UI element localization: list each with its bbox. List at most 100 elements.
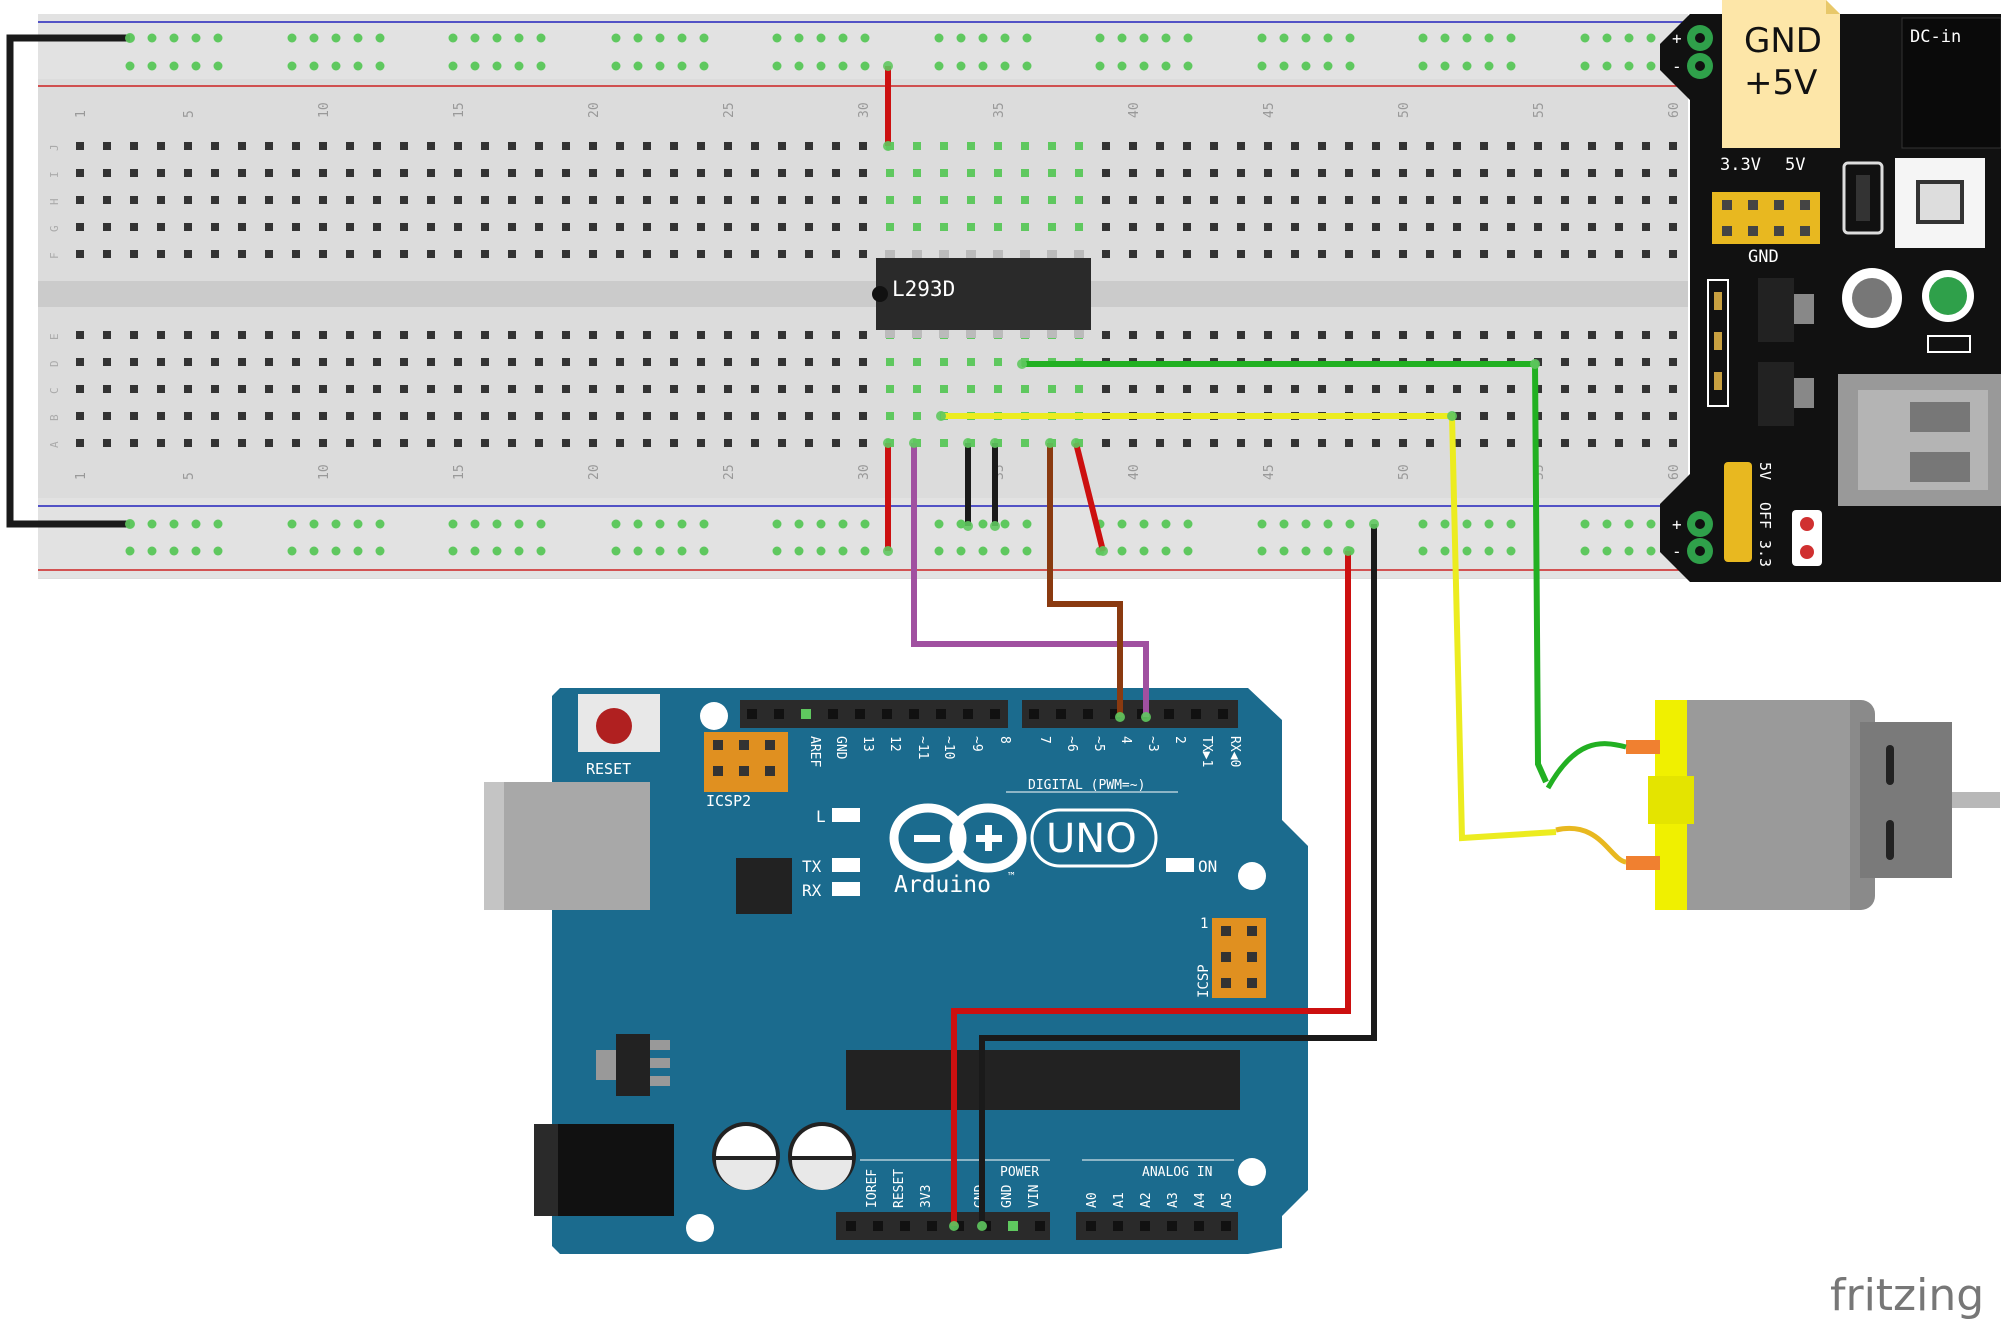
breadboard-hole[interactable] bbox=[292, 142, 300, 150]
breadboard-hole[interactable] bbox=[1318, 142, 1326, 150]
breadboard-hole[interactable] bbox=[697, 223, 705, 231]
breadboard-hole[interactable] bbox=[1156, 331, 1164, 339]
breadboard-hole[interactable] bbox=[1237, 331, 1245, 339]
rail-hole[interactable] bbox=[1440, 33, 1450, 43]
breadboard-hole[interactable] bbox=[886, 412, 894, 420]
breadboard-hole[interactable] bbox=[1561, 412, 1569, 420]
breadboard-hole[interactable] bbox=[1102, 331, 1110, 339]
breadboard-hole[interactable] bbox=[1291, 439, 1299, 447]
breadboard-hole[interactable] bbox=[508, 412, 516, 420]
breadboard-hole[interactable] bbox=[1588, 169, 1596, 177]
breadboard-hole[interactable] bbox=[400, 223, 408, 231]
breadboard-hole[interactable] bbox=[751, 142, 759, 150]
breadboard-hole[interactable] bbox=[1507, 169, 1515, 177]
breadboard-hole[interactable] bbox=[400, 358, 408, 366]
breadboard-hole[interactable] bbox=[1372, 331, 1380, 339]
rail-hole[interactable] bbox=[677, 546, 687, 556]
breadboard-hole[interactable] bbox=[481, 439, 489, 447]
breadboard-hole[interactable] bbox=[130, 223, 138, 231]
breadboard-hole[interactable] bbox=[940, 358, 948, 366]
breadboard-hole[interactable] bbox=[1534, 196, 1542, 204]
breadboard-hole[interactable] bbox=[265, 142, 273, 150]
rail-hole[interactable] bbox=[1602, 546, 1612, 556]
breadboard-hole[interactable] bbox=[697, 196, 705, 204]
breadboard-hole[interactable] bbox=[130, 142, 138, 150]
breadboard-hole[interactable] bbox=[1129, 142, 1137, 150]
breadboard-hole[interactable] bbox=[1399, 142, 1407, 150]
breadboard-hole[interactable] bbox=[265, 196, 273, 204]
breadboard-hole[interactable] bbox=[373, 142, 381, 150]
breadboard-hole[interactable] bbox=[1588, 358, 1596, 366]
rail-hole[interactable] bbox=[860, 546, 870, 556]
breadboard-hole[interactable] bbox=[1669, 196, 1677, 204]
breadboard-hole[interactable] bbox=[373, 169, 381, 177]
rail-hole[interactable] bbox=[492, 61, 502, 71]
breadboard-hole[interactable] bbox=[616, 331, 624, 339]
breadboard-hole[interactable] bbox=[967, 223, 975, 231]
breadboard-hole[interactable] bbox=[616, 169, 624, 177]
breadboard-hole[interactable] bbox=[103, 169, 111, 177]
breadboard-hole[interactable] bbox=[508, 331, 516, 339]
rail-hole[interactable] bbox=[838, 519, 848, 529]
rail-hole[interactable] bbox=[838, 61, 848, 71]
breadboard-hole[interactable] bbox=[1561, 331, 1569, 339]
breadboard-hole[interactable] bbox=[1237, 142, 1245, 150]
breadboard-hole[interactable] bbox=[292, 196, 300, 204]
breadboard-hole[interactable] bbox=[670, 358, 678, 366]
breadboard-hole[interactable] bbox=[670, 223, 678, 231]
breadboard-hole[interactable] bbox=[76, 331, 84, 339]
rail-hole[interactable] bbox=[125, 61, 135, 71]
rail-hole[interactable] bbox=[1323, 546, 1333, 556]
breadboard-hole[interactable] bbox=[265, 223, 273, 231]
breadboard-hole[interactable] bbox=[1507, 412, 1515, 420]
breadboard-hole[interactable] bbox=[373, 196, 381, 204]
breadboard-hole[interactable] bbox=[292, 169, 300, 177]
breadboard-hole[interactable] bbox=[157, 385, 165, 393]
header-pin[interactable] bbox=[801, 709, 811, 719]
breadboard-hole[interactable] bbox=[1642, 142, 1650, 150]
rail-hole[interactable] bbox=[1161, 546, 1171, 556]
breadboard-hole[interactable] bbox=[292, 358, 300, 366]
breadboard-hole[interactable] bbox=[1669, 142, 1677, 150]
header-pin[interactable] bbox=[1140, 1221, 1150, 1231]
breadboard-hole[interactable] bbox=[130, 250, 138, 258]
rail-hole[interactable] bbox=[213, 61, 223, 71]
rail-hole[interactable] bbox=[1323, 33, 1333, 43]
breadboard-hole[interactable] bbox=[157, 358, 165, 366]
rail-hole[interactable] bbox=[1183, 61, 1193, 71]
rail-hole[interactable] bbox=[1624, 519, 1634, 529]
breadboard-hole[interactable] bbox=[1048, 223, 1056, 231]
breadboard-hole[interactable] bbox=[643, 196, 651, 204]
breadboard-hole[interactable] bbox=[238, 385, 246, 393]
rail-hole[interactable] bbox=[934, 33, 944, 43]
rail-hole[interactable] bbox=[699, 61, 709, 71]
breadboard-hole[interactable] bbox=[1183, 169, 1191, 177]
breadboard-hole[interactable] bbox=[238, 358, 246, 366]
breadboard-hole[interactable] bbox=[1426, 439, 1434, 447]
rail-hole[interactable] bbox=[1022, 546, 1032, 556]
rail-hole[interactable] bbox=[536, 33, 546, 43]
rail-hole[interactable] bbox=[1462, 546, 1472, 556]
breadboard-hole[interactable] bbox=[886, 385, 894, 393]
breadboard-hole[interactable] bbox=[913, 358, 921, 366]
breadboard-hole[interactable] bbox=[535, 223, 543, 231]
header-pin[interactable] bbox=[1086, 1221, 1096, 1231]
breadboard-hole[interactable] bbox=[1615, 196, 1623, 204]
breadboard-hole[interactable] bbox=[1453, 385, 1461, 393]
breadboard-hole[interactable] bbox=[1453, 223, 1461, 231]
breadboard-hole[interactable] bbox=[859, 331, 867, 339]
breadboard-hole[interactable] bbox=[427, 331, 435, 339]
rail-hole[interactable] bbox=[309, 546, 319, 556]
breadboard-hole[interactable] bbox=[859, 439, 867, 447]
breadboard-hole[interactable] bbox=[1021, 223, 1029, 231]
rail-hole[interactable] bbox=[655, 519, 665, 529]
breadboard-hole[interactable] bbox=[535, 196, 543, 204]
breadboard-hole[interactable] bbox=[1237, 223, 1245, 231]
breadboard-hole[interactable] bbox=[1453, 331, 1461, 339]
rail-hole[interactable] bbox=[1022, 519, 1032, 529]
rail-hole[interactable] bbox=[125, 546, 135, 556]
rail-hole[interactable] bbox=[1580, 61, 1590, 71]
rail-hole[interactable] bbox=[147, 61, 157, 71]
breadboard-hole[interactable] bbox=[1237, 439, 1245, 447]
rail-hole[interactable] bbox=[956, 546, 966, 556]
